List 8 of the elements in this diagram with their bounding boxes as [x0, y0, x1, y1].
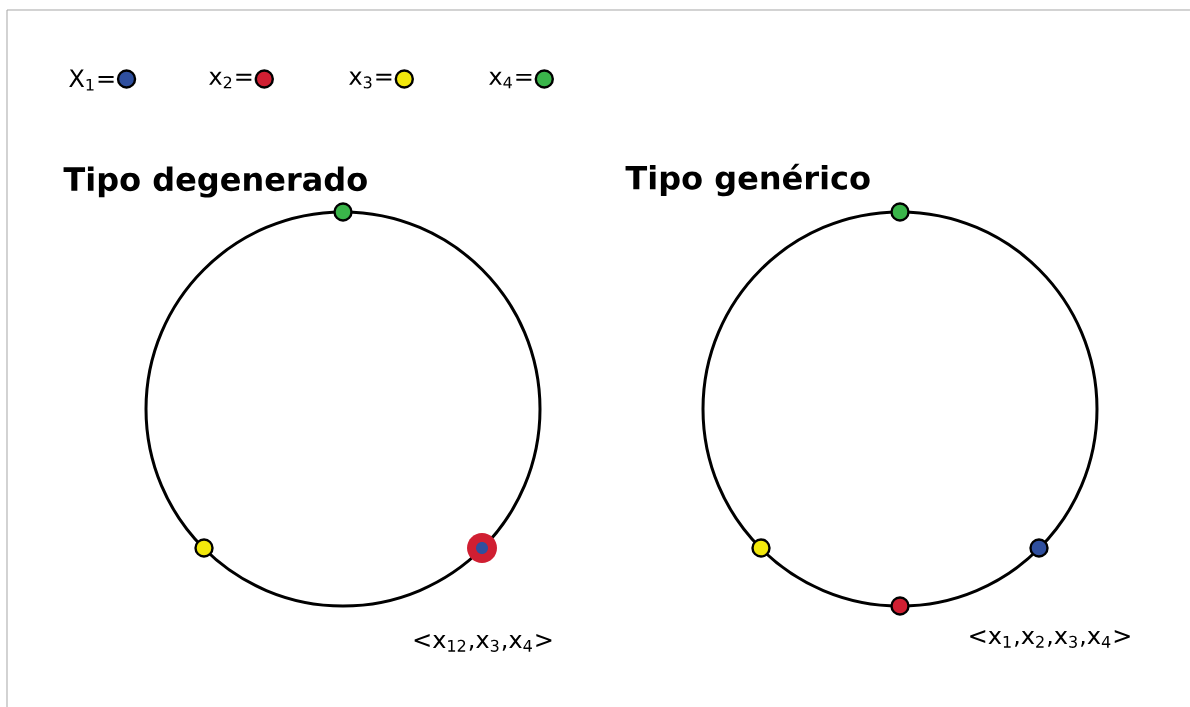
legend-label: x$_{2}$= [209, 71, 252, 89]
heading: Tipo genérico [625, 163, 870, 197]
tuple-label: <x$_{1}$,x$_{2}$,x$_{3}$,x$_{4}$> [970, 630, 1130, 648]
heading: Tipo degenerado [63, 166, 367, 198]
legend-label: x$_{3}$= [349, 71, 392, 89]
legend-label: x$_{4}$= [489, 71, 532, 89]
legend-label: X$_{1}$= [69, 69, 114, 91]
tuple-label: <x$_{12}$,x$_{3}$,x$_{4}$> [414, 634, 552, 652]
